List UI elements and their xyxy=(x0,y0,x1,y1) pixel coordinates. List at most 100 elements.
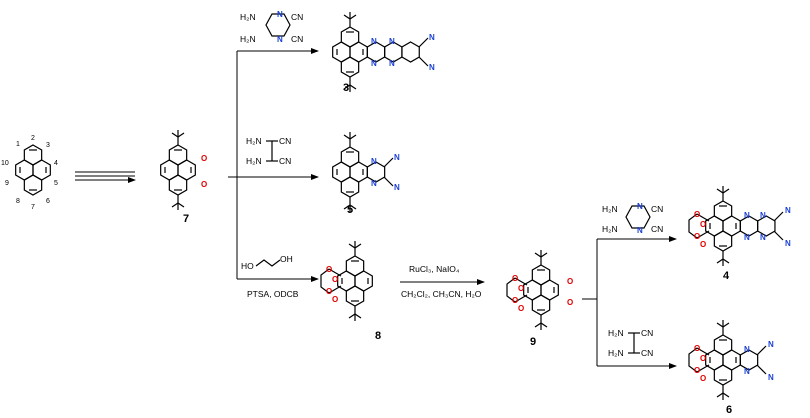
svg-text:2: 2 xyxy=(31,135,35,142)
svg-text:N: N xyxy=(744,233,750,242)
svg-text:N: N xyxy=(371,59,377,68)
branch-lines xyxy=(228,48,319,282)
pyrene-numbered xyxy=(16,145,51,195)
svg-text:OH: OH xyxy=(280,254,293,264)
svg-text:CN: CN xyxy=(291,34,303,44)
svg-text:O: O xyxy=(332,275,338,284)
oxidation-conditions-2: CH₂Cl₂, CH₃CN, H₂O xyxy=(401,289,482,299)
reagent-diaminopyrazine-right: H₂N H₂N N N CN CN xyxy=(602,202,663,235)
svg-text:CN: CN xyxy=(641,328,653,338)
compound-4-label: 4 xyxy=(723,270,730,282)
compound-3-nitrogens: N N N N N N xyxy=(371,33,435,72)
svg-text:H₂N: H₂N xyxy=(608,328,624,338)
compound-8-structure xyxy=(320,240,372,322)
svg-text:O: O xyxy=(512,274,518,283)
svg-text:CN: CN xyxy=(279,156,291,166)
compound-6-label: 6 xyxy=(726,404,732,416)
svg-text:N: N xyxy=(371,179,377,188)
svg-text:5: 5 xyxy=(54,180,58,187)
compound-5-nitrogens: N N N N xyxy=(371,153,400,192)
reagent-diaminomaleonitrile-right: H₂N H₂N CN CN xyxy=(608,328,653,358)
oxidation-conditions-1: RuCl₃, NaIO₄ xyxy=(409,264,460,274)
svg-text:H₂N: H₂N xyxy=(246,136,262,146)
svg-text:O: O xyxy=(694,210,700,219)
svg-text:O: O xyxy=(332,295,338,304)
compound-6-structure xyxy=(688,319,767,401)
svg-text:H₂N: H₂N xyxy=(608,348,624,358)
compound-9-structure xyxy=(506,249,558,331)
svg-text:N: N xyxy=(277,35,283,44)
compound-4-structure xyxy=(688,185,784,267)
compound-3-label: 3 xyxy=(343,82,349,94)
multistep-arrow xyxy=(75,171,136,183)
svg-text:O: O xyxy=(700,374,706,383)
svg-text:N: N xyxy=(389,37,395,46)
svg-text:N: N xyxy=(768,373,774,382)
svg-text:O: O xyxy=(518,284,524,293)
svg-text:HO: HO xyxy=(241,261,254,271)
svg-text:O: O xyxy=(567,277,573,286)
svg-text:8: 8 xyxy=(16,198,20,205)
svg-text:N: N xyxy=(785,239,791,248)
compound-7-label: 7 xyxy=(183,213,189,225)
svg-text:6: 6 xyxy=(46,198,50,205)
svg-text:H₂N: H₂N xyxy=(240,34,256,44)
svg-text:N: N xyxy=(371,157,377,166)
svg-text:N: N xyxy=(768,340,774,349)
svg-text:O: O xyxy=(326,287,332,296)
compound-8-label: 8 xyxy=(375,330,381,342)
svg-text:N: N xyxy=(394,183,400,192)
svg-text:3: 3 xyxy=(46,142,50,149)
compound-4-atoms: O O O O N N N N N N xyxy=(694,206,791,249)
svg-text:7: 7 xyxy=(31,204,35,211)
svg-text:N: N xyxy=(744,345,750,354)
svg-text:4: 4 xyxy=(54,160,58,167)
compound-5-label: 5 xyxy=(347,204,353,216)
svg-text:O: O xyxy=(700,220,706,229)
svg-text:O: O xyxy=(694,232,700,241)
svg-text:N: N xyxy=(744,367,750,376)
compound-9-oxygens: O O O O O O xyxy=(512,274,573,313)
svg-text:O: O xyxy=(694,366,700,375)
svg-text:N: N xyxy=(429,63,435,72)
svg-text:N: N xyxy=(389,59,395,68)
svg-text:O: O xyxy=(694,344,700,353)
compound-5-structure xyxy=(333,131,394,213)
svg-text:CN: CN xyxy=(279,136,291,146)
compound-8-oxygens: O O O O xyxy=(326,265,338,304)
svg-text:O: O xyxy=(700,240,706,249)
compound-7-structure xyxy=(161,129,196,211)
svg-text:CN: CN xyxy=(651,224,663,234)
svg-text:N: N xyxy=(637,226,643,235)
branch-lines-2 xyxy=(582,236,677,369)
svg-text:H₂N: H₂N xyxy=(246,156,262,166)
compound-6-atoms: O O O O N N N N xyxy=(694,340,774,383)
svg-text:CN: CN xyxy=(291,12,303,22)
compound-9-label: 9 xyxy=(530,336,536,348)
oxygen-atom: O xyxy=(201,180,207,189)
compound-3-structure xyxy=(333,11,429,93)
svg-text:9: 9 xyxy=(5,180,9,187)
svg-text:O: O xyxy=(567,298,573,307)
svg-text:N: N xyxy=(371,37,377,46)
oxygen-atom: O xyxy=(201,154,207,163)
svg-text:O: O xyxy=(518,304,524,313)
svg-text:N: N xyxy=(760,233,766,242)
reagent-diaminopyrazine-top: H₂N H₂N N N CN CN xyxy=(240,10,303,44)
acetal-conditions: PTSA, ODCB xyxy=(247,289,299,299)
svg-text:N: N xyxy=(277,10,283,19)
reagent-ethylene-glycol: HO OH xyxy=(241,254,293,271)
svg-text:N: N xyxy=(394,153,400,162)
svg-text:N: N xyxy=(429,33,435,42)
svg-text:N: N xyxy=(637,202,643,211)
svg-text:10: 10 xyxy=(1,160,9,167)
svg-text:H₂N: H₂N xyxy=(602,224,618,234)
svg-text:H₂N: H₂N xyxy=(602,204,618,214)
svg-text:H₂N: H₂N xyxy=(240,12,256,22)
svg-text:CN: CN xyxy=(651,204,663,214)
svg-text:O: O xyxy=(700,354,706,363)
svg-text:N: N xyxy=(760,211,766,220)
svg-text:CN: CN xyxy=(641,348,653,358)
